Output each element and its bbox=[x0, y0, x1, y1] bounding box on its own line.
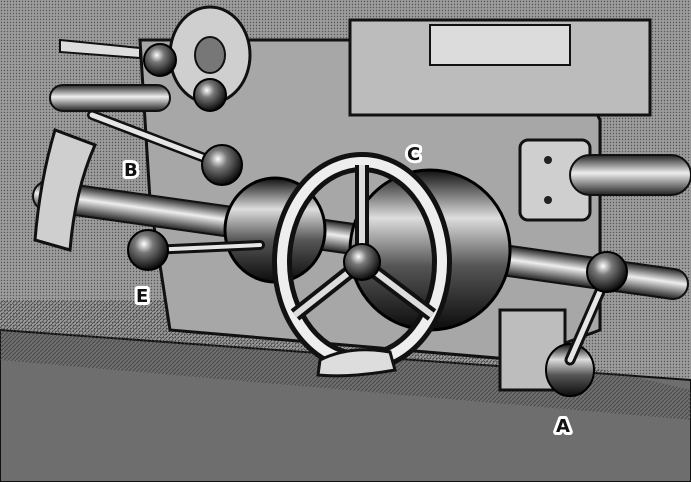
lead-screw bbox=[49, 84, 171, 112]
lever-b-knob bbox=[201, 144, 243, 186]
top-knob bbox=[143, 43, 177, 77]
handwheel-c-handle bbox=[316, 348, 397, 378]
bracket-bolt bbox=[544, 196, 552, 204]
left-bracket bbox=[33, 128, 98, 252]
lever-b-arm-highlight bbox=[89, 112, 218, 165]
top-lever bbox=[59, 38, 141, 60]
lever-a-arm-highlight bbox=[567, 277, 608, 363]
cross-slide-hub bbox=[194, 36, 226, 74]
callout-label-e: E bbox=[136, 286, 148, 307]
callout-label-c: C bbox=[407, 144, 420, 165]
saddle-top bbox=[429, 24, 571, 66]
lever-e-knob bbox=[127, 229, 169, 271]
callout-label-a: A bbox=[556, 416, 570, 437]
feed-rod-right bbox=[569, 154, 691, 196]
top-knob bbox=[193, 78, 227, 112]
lever-a-knob bbox=[586, 251, 628, 293]
bracket-bolt bbox=[544, 156, 552, 164]
handwheel-c-hub bbox=[343, 243, 381, 281]
callout-label-b: B bbox=[124, 160, 138, 181]
lever-a-collar bbox=[545, 343, 595, 397]
